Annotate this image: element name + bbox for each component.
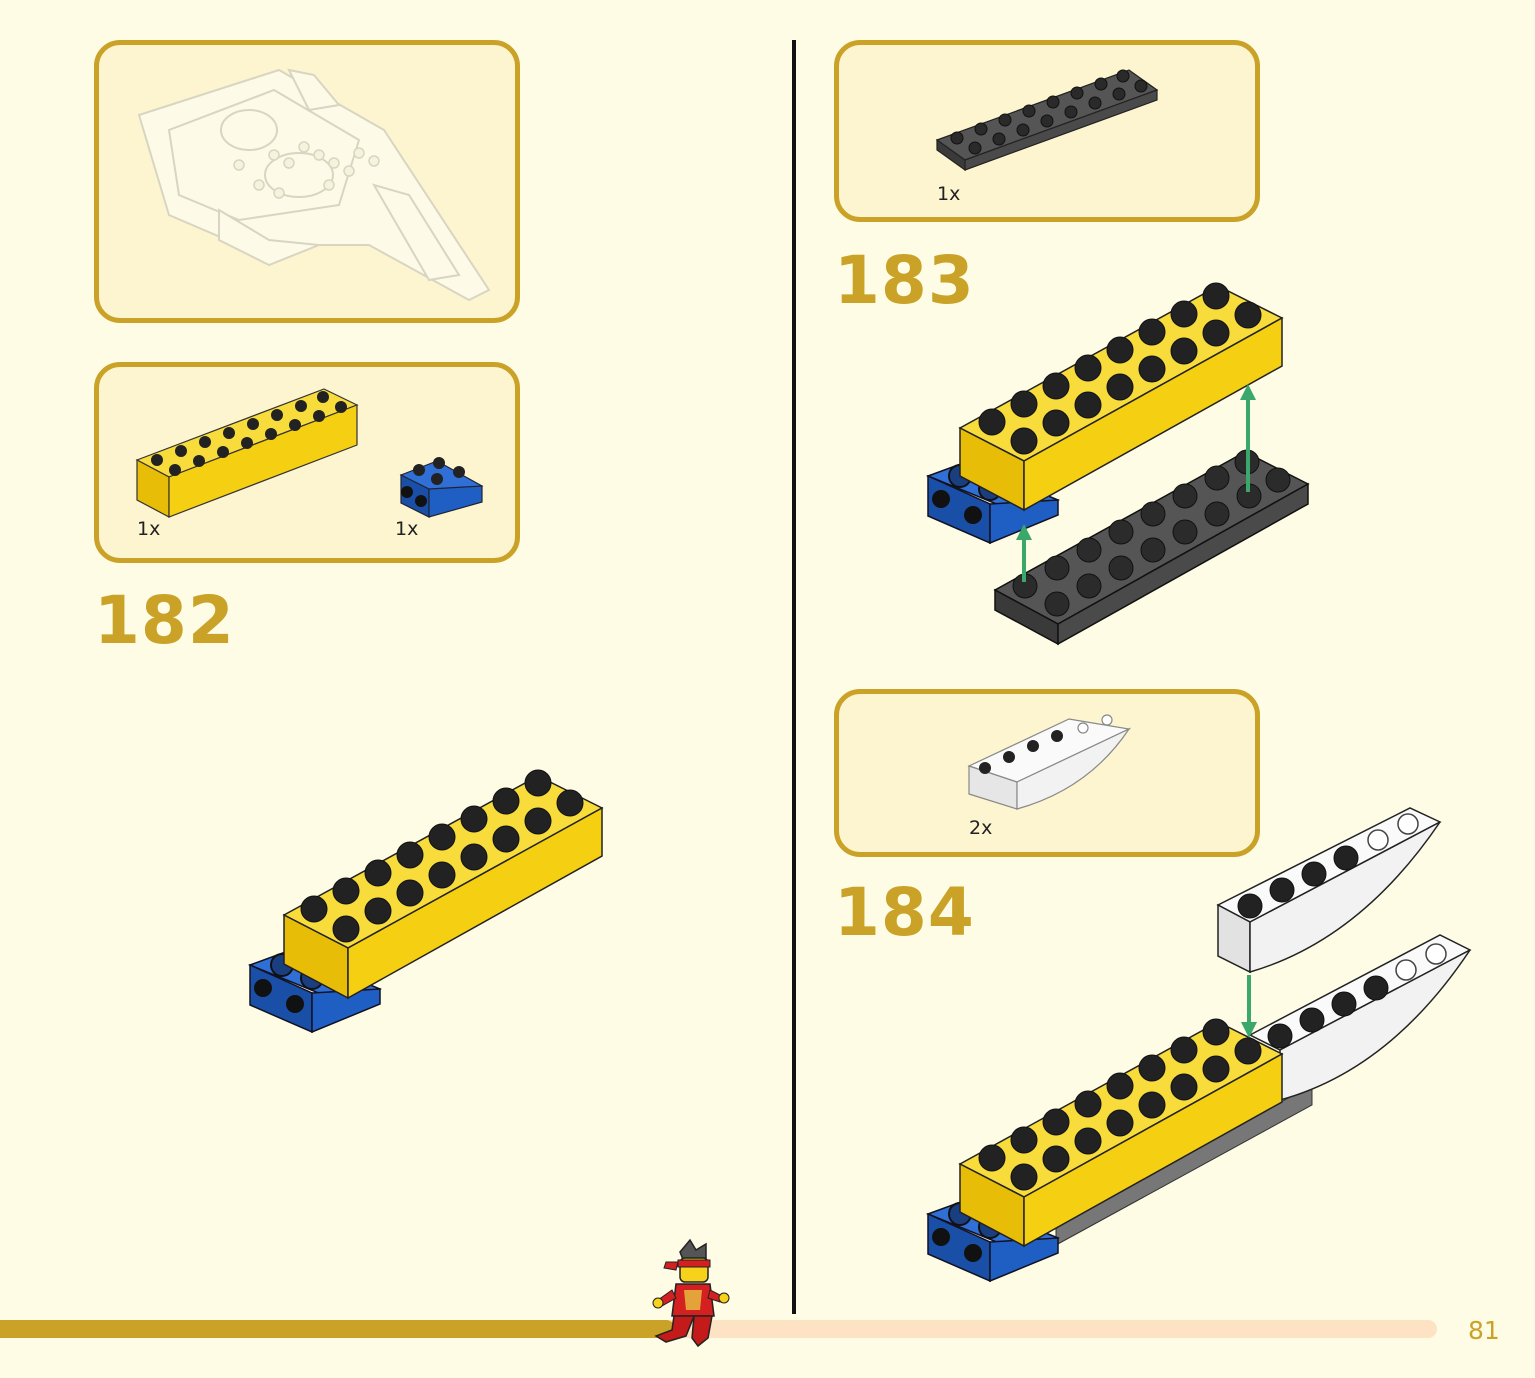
part-quantity: 1x: [937, 183, 961, 205]
step-number-184: 184: [834, 874, 975, 951]
parts-callout-step-182: 1x 1x: [94, 362, 520, 563]
step-number-182: 182: [94, 582, 235, 659]
white-curved-slope-icon: [967, 714, 1131, 810]
completed-model-outline-icon: [137, 68, 491, 302]
column-divider: [792, 40, 796, 1314]
dark-gray-plate-2x8-icon: [935, 69, 1159, 172]
blue-brick-2x2-side-studs-icon: [399, 457, 484, 518]
part-quantity: 1x: [395, 518, 419, 540]
parts-callout-step-184: 2x: [834, 689, 1260, 857]
part-quantity: 2x: [969, 817, 993, 839]
completed-model-preview-panel: [94, 40, 520, 323]
progress-fill: [0, 1320, 676, 1338]
page-number: 81: [1468, 1316, 1500, 1345]
yellow-brick-2x8-icon: [135, 388, 359, 518]
parts-callout-step-183: 1x: [834, 40, 1260, 222]
part-quantity: 1x: [137, 518, 161, 540]
progress-bar: [0, 1320, 1437, 1338]
step-number-183: 183: [834, 242, 975, 319]
